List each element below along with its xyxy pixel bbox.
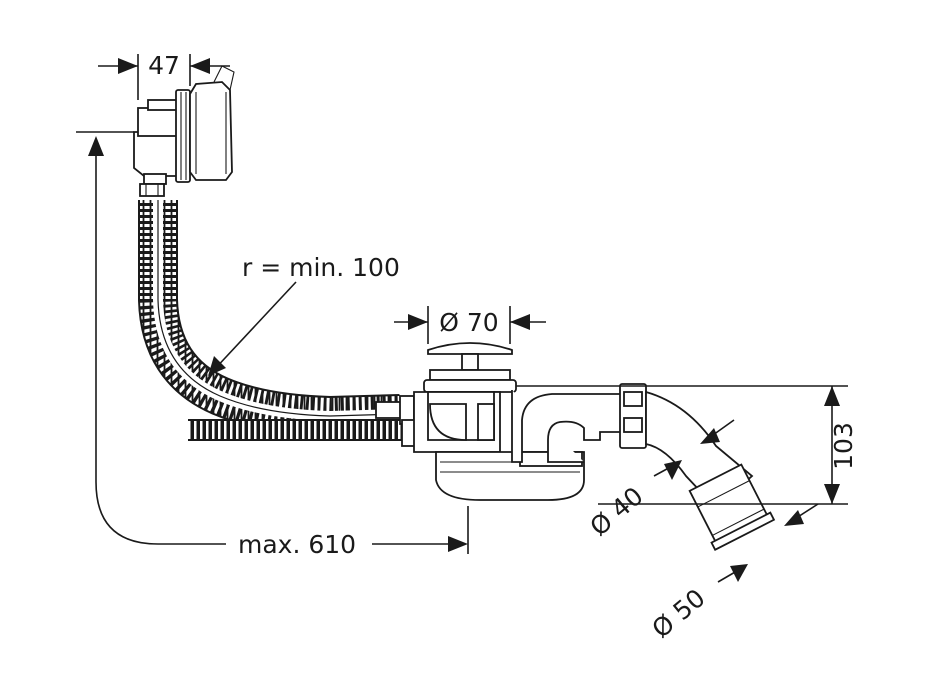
dimension-103: 103 bbox=[516, 385, 858, 505]
dimension-max-610: max. 610 bbox=[76, 131, 469, 559]
overflow-assembly bbox=[133, 65, 235, 197]
waste-trap bbox=[413, 342, 627, 501]
dimension-70: Ø 70 bbox=[394, 306, 546, 344]
dimension-50-label: Ø 50 bbox=[646, 583, 710, 643]
dimension-max-610-label: max. 610 bbox=[238, 530, 356, 559]
flexible-hose bbox=[138, 200, 417, 447]
dimension-47: 47 bbox=[98, 51, 230, 100]
dimension-bend-radius: r = min. 100 bbox=[208, 253, 400, 376]
outlet-elbow bbox=[619, 383, 776, 551]
dimension-103-label: 103 bbox=[829, 422, 858, 470]
dimension-40-label: Ø 40 bbox=[584, 481, 648, 541]
dimension-50: Ø 50 bbox=[646, 564, 748, 644]
dimension-bend-radius-label: r = min. 100 bbox=[242, 253, 400, 282]
dimension-70-label: Ø 70 bbox=[439, 308, 498, 337]
dimension-47-label: 47 bbox=[148, 51, 180, 80]
